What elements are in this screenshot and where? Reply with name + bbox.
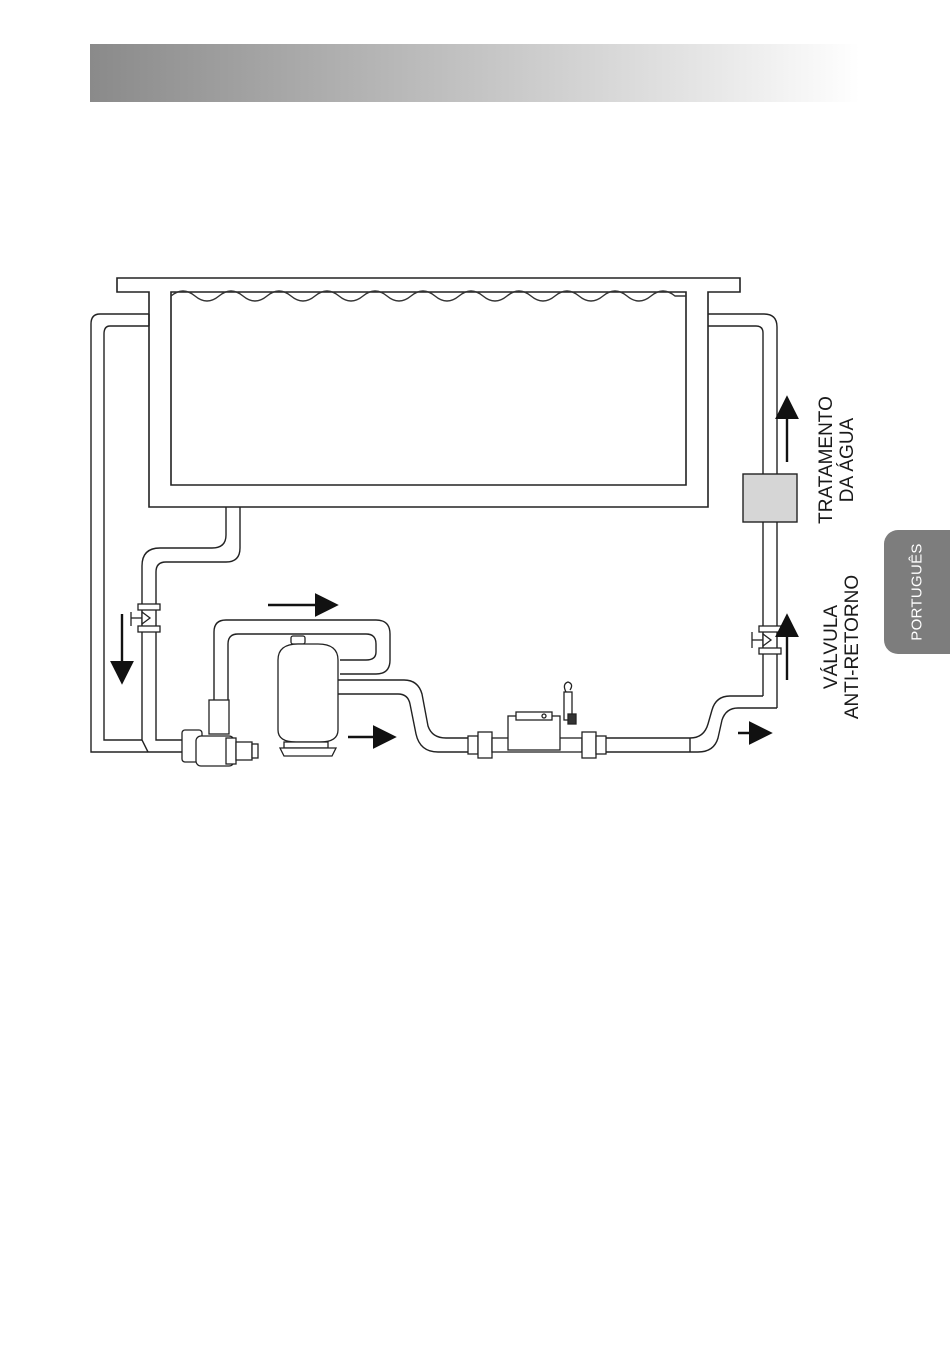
water-treatment-box bbox=[743, 474, 797, 522]
filter-to-chlorinator-pipe bbox=[338, 680, 470, 752]
salt-chlorinator bbox=[468, 682, 606, 758]
pool bbox=[117, 278, 740, 507]
sand-filter bbox=[278, 636, 338, 756]
pump bbox=[182, 700, 258, 766]
chlorinator-to-return-pipe bbox=[606, 696, 777, 752]
